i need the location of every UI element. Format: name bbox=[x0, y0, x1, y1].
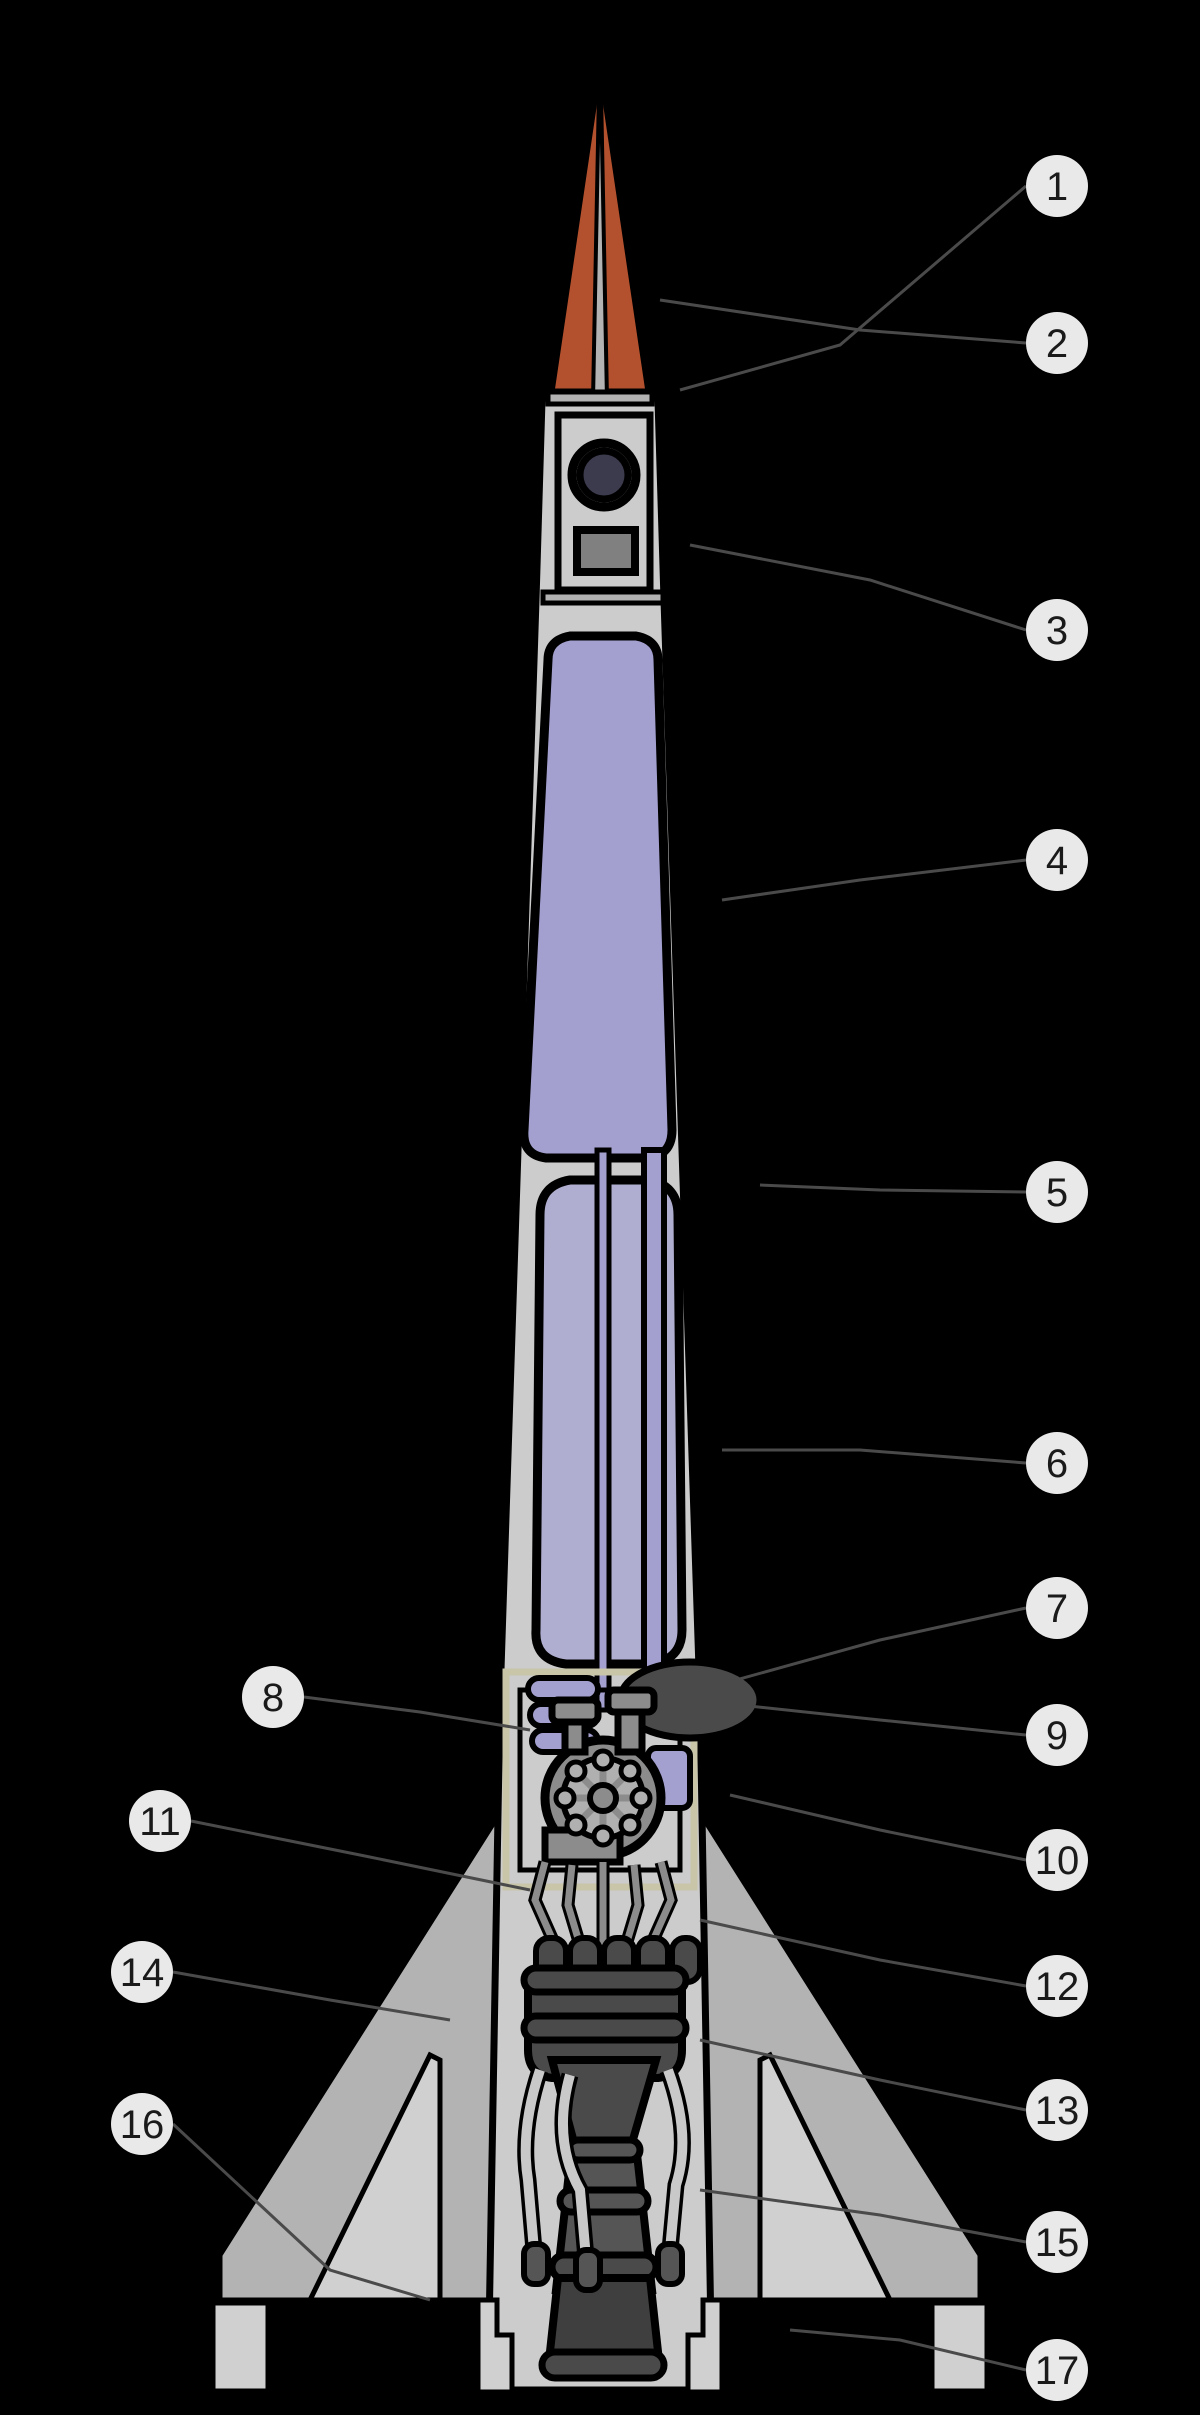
callout-circle-3[interactable] bbox=[1026, 599, 1088, 661]
leader-line-7 bbox=[699, 1606, 1027, 1692]
alcohol-tank-group bbox=[519, 631, 677, 1163]
leader-line-1 bbox=[679, 184, 1027, 392]
air-rudder-right bbox=[929, 2300, 990, 2394]
leader-line-15 bbox=[699, 2188, 1027, 2244]
callout-circle-14[interactable] bbox=[111, 1941, 173, 2003]
callout-circle-15[interactable] bbox=[1026, 2211, 1088, 2273]
fin-right-inner bbox=[757, 2051, 895, 2303]
callout-6[interactable]: 6 bbox=[1026, 1432, 1088, 1494]
callout-circle-6[interactable] bbox=[1026, 1432, 1088, 1494]
callout-15[interactable]: 15 bbox=[1026, 2211, 1088, 2273]
alcohol-pipe-group bbox=[594, 1147, 667, 1713]
manifold-arm-4-fill bbox=[622, 1864, 642, 1947]
leader-line-11 bbox=[190, 1819, 531, 1892]
callout-16[interactable]: 16 bbox=[111, 2093, 173, 2155]
fuel-line-left-2 bbox=[557, 2073, 591, 2259]
chamber-band-mid bbox=[520, 2012, 690, 2044]
fin-left-inner bbox=[305, 2051, 443, 2303]
fuel-line-cuff-mid bbox=[573, 2247, 603, 2293]
callout-circle-16[interactable] bbox=[111, 2093, 173, 2155]
jet-vanes bbox=[475, 2297, 725, 2395]
leader-line-5 bbox=[759, 1183, 1027, 1194]
callout-1[interactable]: 1 bbox=[1026, 155, 1088, 217]
callout-9[interactable]: 9 bbox=[1026, 1704, 1088, 1766]
leader-line-3 bbox=[689, 543, 1027, 632]
leader-line-9 bbox=[739, 1703, 1027, 1737]
leader-line-12 bbox=[699, 1918, 1027, 1988]
callout-circle-1[interactable] bbox=[1026, 155, 1088, 217]
callout-11[interactable]: 11 bbox=[129, 1790, 191, 1852]
callout-circle-8[interactable] bbox=[242, 1666, 304, 1728]
leader-line-8 bbox=[303, 1695, 531, 1732]
callout-5[interactable]: 5 bbox=[1026, 1161, 1088, 1223]
alcohol-tank bbox=[519, 631, 677, 1163]
jet-vane-right bbox=[685, 2297, 725, 2395]
leader-line-2 bbox=[659, 298, 1027, 345]
leader-line-16 bbox=[171, 2122, 431, 2302]
guidance-compartment bbox=[540, 411, 666, 606]
warhead-section bbox=[545, 39, 655, 407]
callout-17[interactable]: 17 bbox=[1026, 2339, 1088, 2401]
warhead-bulkhead bbox=[545, 389, 655, 407]
fuel-line-cuff-left bbox=[521, 2241, 551, 2287]
callout-12[interactable]: 12 bbox=[1026, 1955, 1088, 2017]
callout-4[interactable]: 4 bbox=[1026, 829, 1088, 891]
fuel-line-cuff-right bbox=[655, 2241, 685, 2287]
alcohol-delivery-pipe bbox=[641, 1147, 667, 1713]
callout-circle-5[interactable] bbox=[1026, 1161, 1088, 1223]
fuel-line-right bbox=[663, 2068, 688, 2251]
instrument-box bbox=[573, 526, 639, 576]
alcohol-delivery-pipe-secondary bbox=[594, 1147, 612, 1713]
leader-line-10 bbox=[729, 1793, 1027, 1862]
gyro-icon bbox=[576, 447, 632, 503]
callout-circle-4[interactable] bbox=[1026, 829, 1088, 891]
gyro-outer-ring bbox=[567, 438, 641, 512]
leader-line-4 bbox=[721, 858, 1027, 902]
callout-circle-10[interactable] bbox=[1026, 1829, 1088, 1891]
callout-leader-lines bbox=[171, 184, 1027, 2372]
turbopump-bolts bbox=[553, 1748, 653, 1848]
leader-line-14 bbox=[172, 1970, 451, 2022]
turbopump-flange-right bbox=[604, 1686, 658, 1716]
nozzle-band-1 bbox=[564, 2136, 644, 2164]
air-rudder-left bbox=[210, 2300, 271, 2394]
fuel-line-left bbox=[520, 2068, 545, 2251]
manifold-arm-2-fill bbox=[564, 1864, 584, 1947]
callout-14[interactable]: 14 bbox=[111, 1941, 173, 2003]
callout-circle-12[interactable] bbox=[1026, 1955, 1088, 2017]
callout-circle-7[interactable] bbox=[1026, 1577, 1088, 1639]
chamber-band-top bbox=[520, 1964, 690, 1996]
fuel-feed-lines bbox=[517, 2067, 691, 2293]
callout-circle-9[interactable] bbox=[1026, 1704, 1088, 1766]
callout-13[interactable]: 13 bbox=[1026, 2079, 1088, 2141]
manifold-arm-5-fill bbox=[647, 1861, 675, 1947]
callout-circle-11[interactable] bbox=[129, 1790, 191, 1852]
callout-2[interactable]: 2 bbox=[1026, 312, 1088, 374]
leader-line-17 bbox=[789, 2328, 1027, 2372]
callout-8[interactable]: 8 bbox=[242, 1666, 304, 1728]
jet-vane-left bbox=[475, 2297, 515, 2395]
combustion-chamber-group bbox=[520, 1964, 690, 2082]
turbopump-group bbox=[540, 1686, 666, 1866]
manifold-arm-1-fill bbox=[531, 1861, 559, 1947]
callout-circle-13[interactable] bbox=[1026, 2079, 1088, 2141]
turbopump-hub bbox=[587, 1782, 619, 1814]
callout-circle-2[interactable] bbox=[1026, 312, 1088, 374]
callout-3[interactable]: 3 bbox=[1026, 599, 1088, 661]
tail-fins bbox=[210, 1796, 990, 2394]
callout-circle-17[interactable] bbox=[1026, 2339, 1088, 2401]
callout-10[interactable]: 10 bbox=[1026, 1829, 1088, 1891]
instrument-bulkhead bbox=[540, 589, 666, 606]
leader-line-6 bbox=[722, 1448, 1027, 1465]
turbopump-flange-left bbox=[548, 1696, 602, 1726]
callout-7[interactable]: 7 bbox=[1026, 1577, 1088, 1639]
leader-line-13 bbox=[699, 2038, 1027, 2112]
nozzle-exit-ring bbox=[538, 2348, 668, 2382]
